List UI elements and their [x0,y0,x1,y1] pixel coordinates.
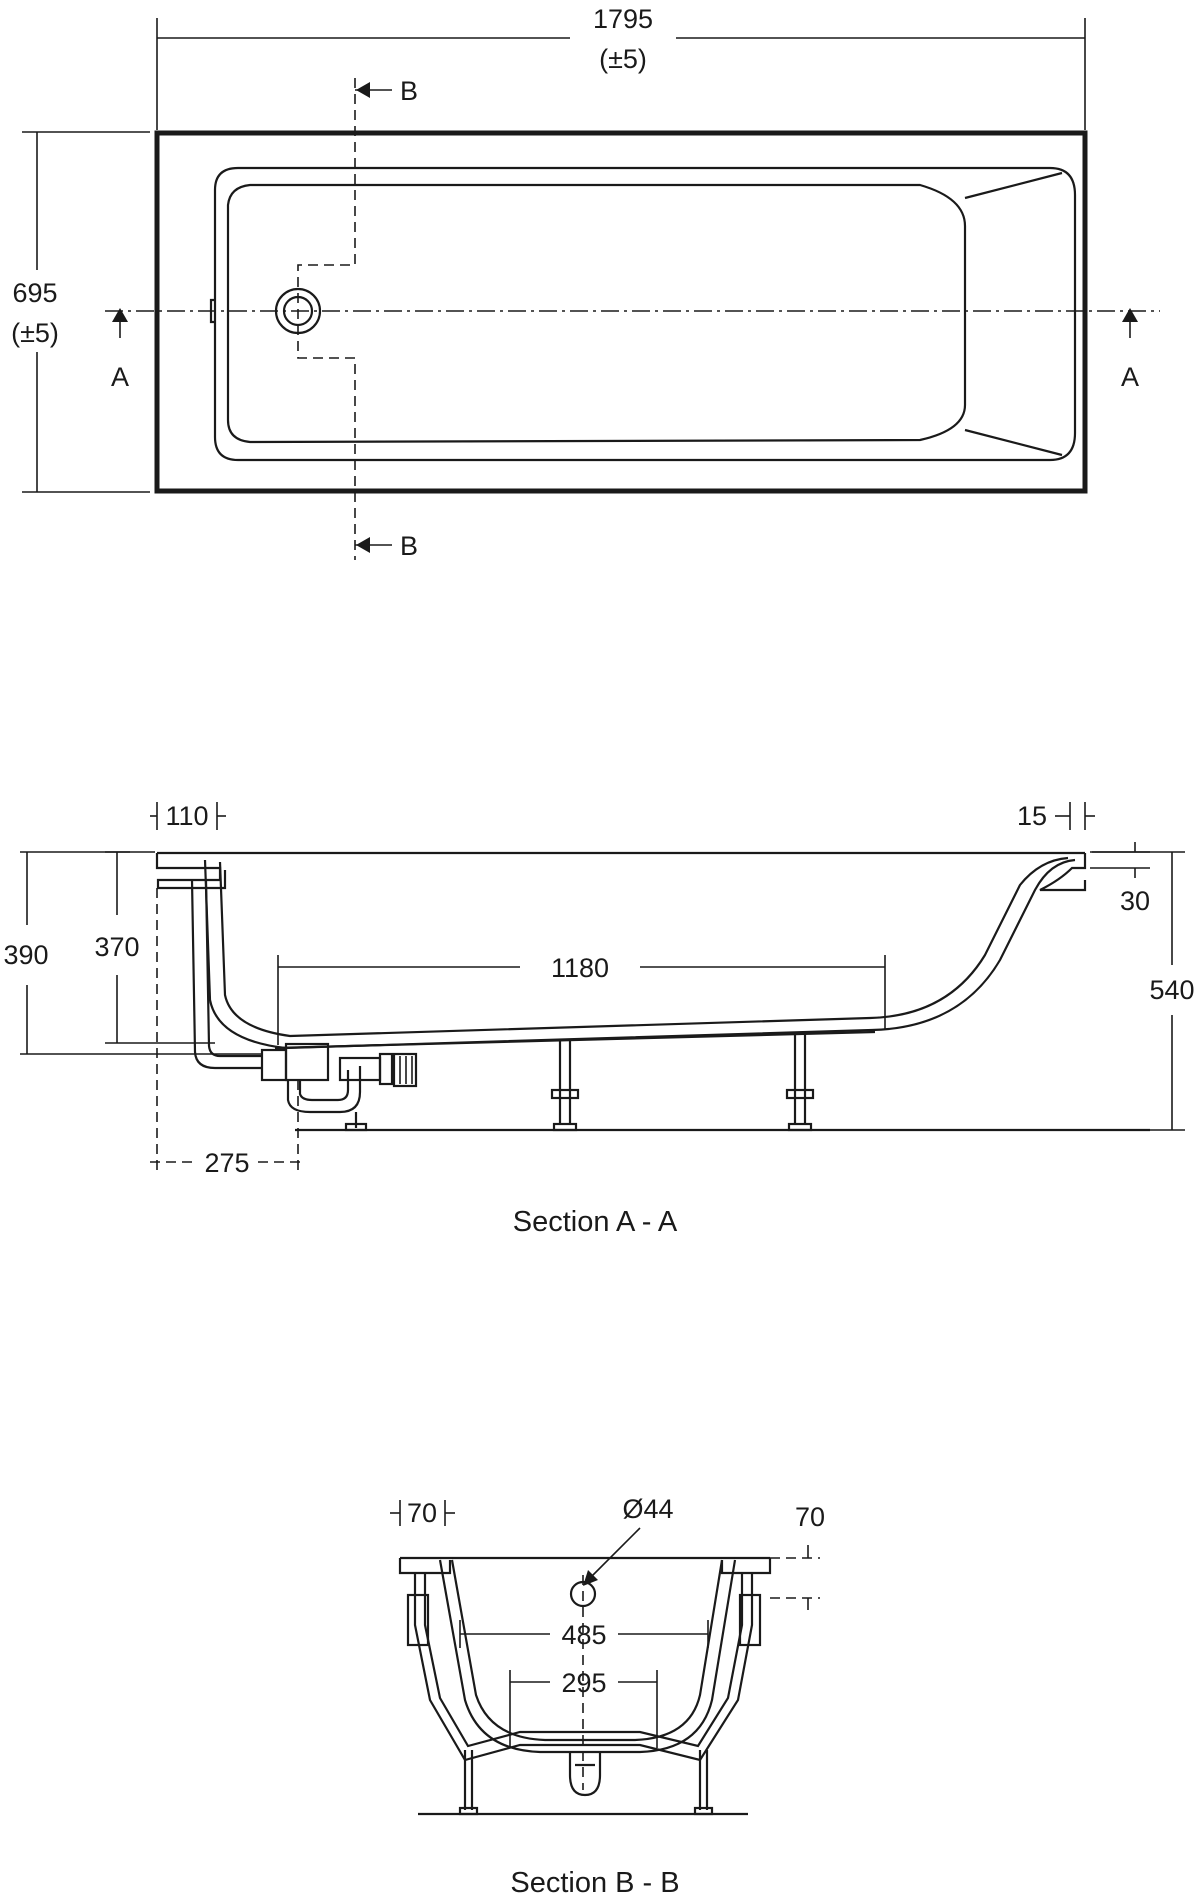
width-dimension: 695 (±5) [11,131,150,493]
section-a-caption: Section A - A [513,1206,678,1238]
waste-trap-icon [260,1042,418,1114]
dim-275: 275 [204,1148,249,1178]
section-a-marker-left: A [111,362,129,392]
dim-390: 390 [3,940,48,970]
bath-rim-outline [154,130,1088,494]
waste-trap-icon [568,1752,602,1797]
section-b-view: 70 Ø44 70 485 295 [390,1494,825,1899]
right-rim-profile [1039,853,1087,892]
dim-1180: 1180 [551,953,609,983]
right-rim-profile [720,1558,772,1575]
width-tolerance: (±5) [11,318,59,348]
dim-295: 295 [561,1668,606,1698]
leader-line [589,1527,641,1579]
width-value: 695 [12,278,57,308]
dim-70-right: 70 [795,1502,825,1532]
dim-110: 110 [165,801,208,831]
dim-540: 540 [1149,975,1194,1005]
bath-body-outer [203,858,1076,1050]
plan-view: 1795 (±5) 695 (±5) A A [11,4,1160,561]
dim-30: 30 [1120,886,1150,916]
length-tolerance: (±5) [599,44,647,74]
dim-485: 485 [561,1620,606,1650]
section-b-marker-top: B [400,76,418,106]
dim-15: 15 [1017,801,1047,831]
bath-backrest [964,171,1063,457]
support-frame [406,1573,762,1816]
section-a-marker-right: A [1121,362,1139,392]
bowl-inner [450,1559,724,1742]
bath-floor-outline [226,183,967,444]
bath-inner-bowl [213,166,1077,462]
left-rim-profile [155,853,227,890]
length-dimension: 1795 (±5) [156,4,1086,130]
dim-70-left: 70 [407,1498,437,1528]
bowl-outer [438,1559,737,1754]
bath-base-board [274,1030,876,1050]
section-b-caption: Section B - B [510,1867,679,1899]
section-b-line [297,78,356,560]
bath-body-inner [218,856,1069,1038]
section-a-view: 110 15 30 [3,801,1194,1238]
dim-waste-diameter: Ø44 [622,1494,673,1524]
section-b-marker-bottom: B [400,531,418,561]
dim-370: 370 [94,932,139,962]
length-value: 1795 [593,4,653,34]
